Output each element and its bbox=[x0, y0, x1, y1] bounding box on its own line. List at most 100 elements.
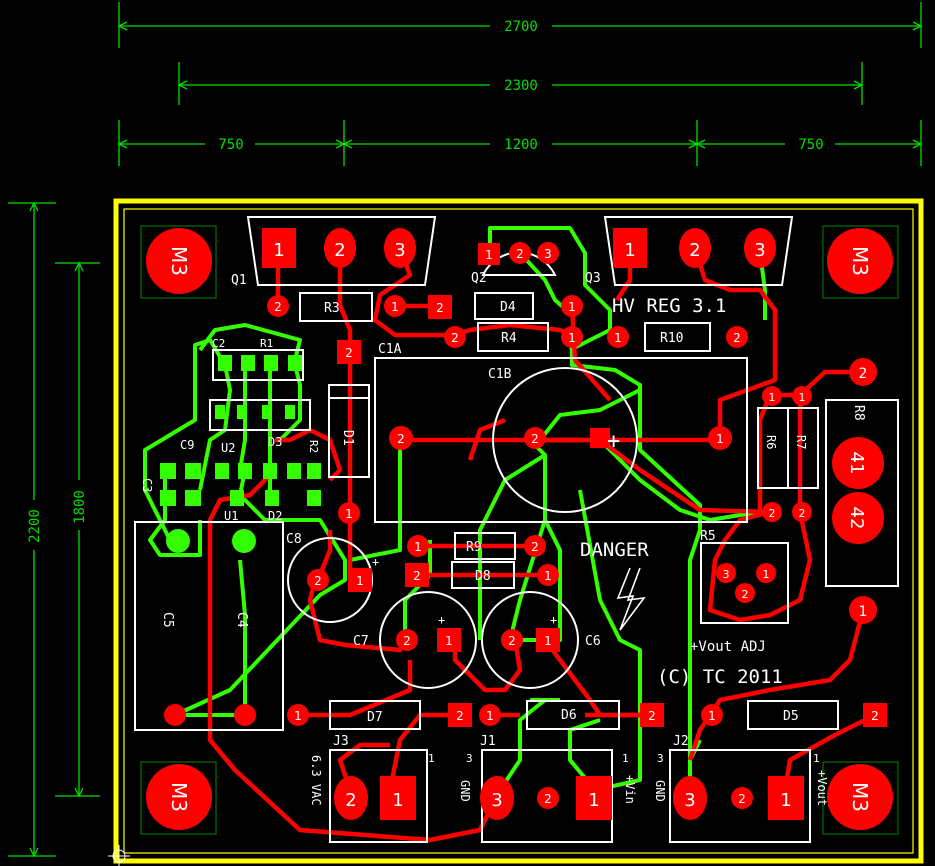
pad-q3-1 bbox=[613, 228, 647, 268]
mounting-hole-top-left: M3 bbox=[140, 225, 217, 299]
label-d6: D6 bbox=[561, 708, 577, 723]
pad-label: 2 bbox=[451, 331, 459, 345]
pad-label: 3 bbox=[491, 790, 502, 811]
mounting-holes: M3 M3 M3 M3 bbox=[140, 225, 899, 835]
dimension-annotations bbox=[8, 2, 923, 858]
mounting-hole-label: M3 bbox=[848, 782, 872, 812]
pad-label: 2 bbox=[436, 301, 444, 315]
label-d1: D1 bbox=[340, 430, 355, 446]
label-q3: Q3 bbox=[585, 271, 601, 286]
pad-label: 1 bbox=[392, 790, 403, 811]
mounting-hole-top-right: M3 bbox=[822, 225, 899, 299]
pad-41-label: 41 bbox=[846, 452, 867, 475]
pad-label: 2 bbox=[531, 432, 539, 446]
c1b-plus-marker: + bbox=[607, 429, 620, 454]
mounting-hole-label: M3 bbox=[848, 246, 872, 276]
j2-pin-3: 3 bbox=[657, 752, 664, 765]
pad-label: 2 bbox=[733, 331, 741, 345]
j3-pin-1: 1 bbox=[428, 752, 435, 765]
label-r3: R3 bbox=[324, 301, 340, 316]
label-d2: D2 bbox=[268, 509, 282, 523]
j1-pin-3: 3 bbox=[466, 752, 473, 765]
pad-label: 2 bbox=[531, 540, 539, 554]
label-u1: U1 bbox=[224, 509, 238, 523]
pad-label: 2 bbox=[544, 792, 552, 806]
dim-overall-height: 2200 bbox=[27, 509, 43, 543]
label-d7: D7 bbox=[367, 710, 383, 725]
label-j2: J2 bbox=[673, 734, 689, 749]
pad-label: 2 bbox=[403, 634, 411, 648]
label-d4: D4 bbox=[500, 300, 516, 315]
mounting-hole-bottom-left: M3 bbox=[140, 761, 217, 835]
pad-label: 1 bbox=[568, 331, 576, 345]
pad-label: 2 bbox=[742, 588, 749, 601]
pad-label: 1 bbox=[716, 432, 724, 446]
pad-label: 1 bbox=[544, 634, 552, 648]
label-r5: R5 bbox=[700, 529, 716, 544]
pad-label: 1 bbox=[780, 790, 791, 811]
j1-vin-label: +Vin bbox=[623, 775, 637, 804]
label-r4: R4 bbox=[501, 331, 517, 346]
c6-plus-marker: + bbox=[550, 613, 557, 627]
pad-label: 1 bbox=[445, 634, 453, 648]
pad-label: 1 bbox=[345, 507, 353, 521]
label-r2: R2 bbox=[307, 440, 320, 453]
label-r10: R10 bbox=[660, 331, 683, 346]
pad-label: 2 bbox=[413, 569, 421, 583]
pad-q3-3 bbox=[744, 228, 776, 268]
c8-plus-marker: + bbox=[372, 555, 379, 569]
silkscreen-text: HV REG 3.1 DANGER (C) TC 2011 +Vout ADJ … bbox=[140, 271, 866, 806]
pad-label: 2 bbox=[799, 507, 806, 520]
label-c7: C7 bbox=[353, 634, 369, 649]
dim-inner-width: 2300 bbox=[504, 78, 538, 94]
pad-label: 2 bbox=[859, 366, 868, 382]
pad-label: 3 bbox=[723, 568, 730, 581]
pad-label: 3 bbox=[544, 247, 552, 261]
pad-label: 1 bbox=[763, 568, 770, 581]
pad-q1-3 bbox=[384, 228, 416, 268]
pad-label: 1 bbox=[544, 569, 552, 583]
pad-label: 1 bbox=[769, 391, 776, 404]
j2-vout-label: +Vout bbox=[815, 770, 829, 806]
pad-label: 1 bbox=[356, 574, 364, 588]
pad-label: 1 bbox=[391, 300, 399, 314]
label-d3: D3 bbox=[268, 435, 282, 449]
pad-label: 2 bbox=[314, 574, 322, 588]
silkscreen-outlines bbox=[134, 216, 899, 843]
c7-plus-marker: + bbox=[438, 613, 445, 627]
label-r7: R7 bbox=[794, 435, 808, 449]
label-c1b: C1B bbox=[488, 367, 512, 382]
mounting-hole-bottom-right: M3 bbox=[822, 761, 899, 835]
pad-q1-2 bbox=[324, 228, 356, 268]
pad-label: 1 bbox=[273, 240, 284, 261]
pad-label: 1 bbox=[486, 709, 494, 723]
label-c9: C9 bbox=[180, 438, 194, 452]
label-r1: R1 bbox=[260, 337, 273, 350]
label-c6: C6 bbox=[585, 634, 601, 649]
pad-label: 2 bbox=[456, 709, 464, 723]
label-r8: R8 bbox=[851, 405, 866, 421]
label-d5: D5 bbox=[783, 709, 799, 724]
label-c4: C4 bbox=[234, 612, 249, 628]
pad-label: 3 bbox=[394, 240, 405, 261]
pad-label: 1 bbox=[294, 709, 302, 723]
pad-42-label: 42 bbox=[846, 507, 867, 530]
pad-label: 2 bbox=[508, 634, 516, 648]
dim-left-span: 750 bbox=[218, 137, 243, 153]
label-c3: C3 bbox=[140, 478, 154, 492]
pad-label: 2 bbox=[738, 792, 746, 806]
mounting-hole-label: M3 bbox=[167, 782, 191, 812]
label-j1: J1 bbox=[480, 734, 496, 749]
dim-right-span: 750 bbox=[798, 137, 823, 153]
pad-label: 2 bbox=[689, 240, 700, 261]
pad-label: 3 bbox=[754, 240, 765, 261]
label-r6: R6 bbox=[764, 435, 778, 449]
label-d8: D8 bbox=[475, 569, 491, 584]
pad-label: 1 bbox=[485, 248, 493, 262]
pad-label: 2 bbox=[871, 709, 879, 723]
pad-label: 2 bbox=[516, 247, 524, 261]
j3-vac-label: 6.3 VAC bbox=[309, 755, 323, 806]
dim-overall-width: 2700 bbox=[504, 19, 538, 35]
dim-inner-height: 1800 bbox=[72, 490, 88, 524]
